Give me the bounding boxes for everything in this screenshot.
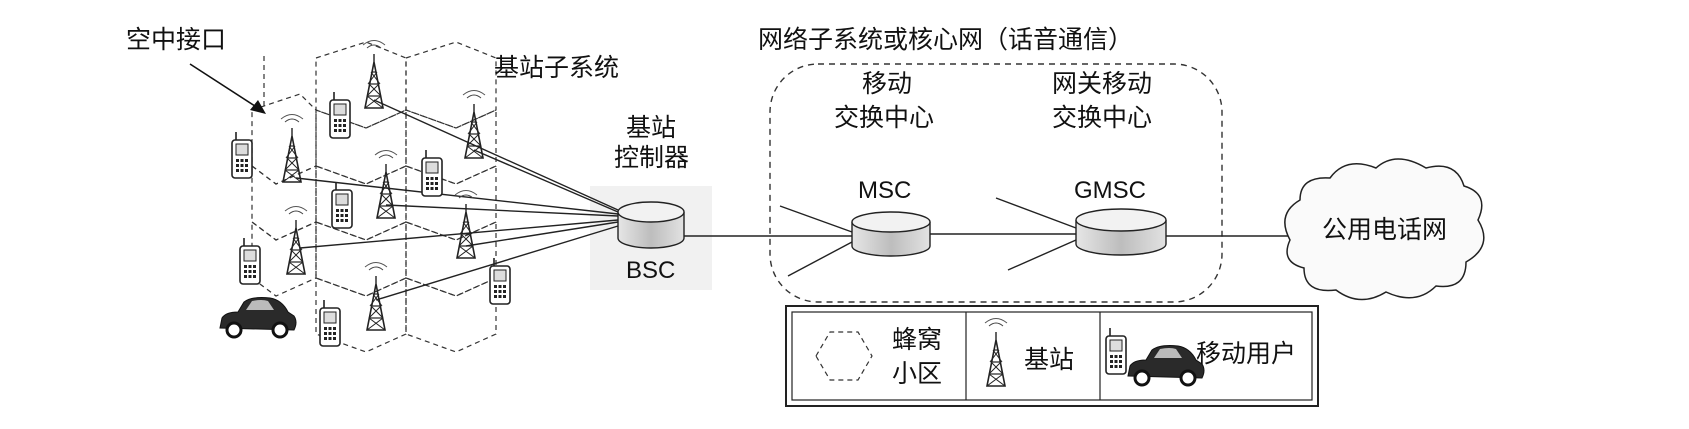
msc-label-line2: 交换中心 bbox=[834, 103, 934, 132]
tower-icon bbox=[280, 113, 304, 183]
mobile-users bbox=[218, 91, 511, 347]
base-station-towers bbox=[280, 39, 486, 331]
phone-icon bbox=[329, 91, 351, 139]
bsc-node bbox=[617, 201, 685, 249]
msc-node bbox=[851, 211, 931, 257]
bsc-label-line2: 控制器 bbox=[614, 143, 689, 172]
tower-icon bbox=[362, 39, 386, 109]
bsc-abbr: BSC bbox=[626, 257, 675, 284]
msc-fan-lines bbox=[779, 205, 853, 277]
air-interface-label: 空中接口 bbox=[126, 25, 226, 54]
legend: 蜂窝 小区 基站 移动用户 bbox=[785, 305, 1319, 407]
bsc-label-line1: 基站 bbox=[626, 113, 676, 142]
gmsc-abbr: GMSC bbox=[1074, 177, 1146, 204]
tower-icon bbox=[364, 261, 388, 331]
phone-icon bbox=[231, 131, 253, 179]
tower-icon bbox=[374, 149, 398, 219]
bss-label: 基站子系统 bbox=[494, 53, 619, 82]
tower-icon bbox=[462, 89, 486, 159]
msc-label-line1: 移动 bbox=[862, 69, 912, 98]
gmsc-node bbox=[1075, 208, 1167, 256]
core-network-boundary bbox=[769, 63, 1223, 303]
car-icon bbox=[218, 296, 298, 339]
legend-cell-line1: 蜂窝 bbox=[892, 325, 942, 354]
bts-bsc-links bbox=[295, 99, 619, 301]
msc-abbr: MSC bbox=[858, 177, 911, 204]
gmsc-label-line1: 网关移动 bbox=[1052, 69, 1152, 98]
phone-icon bbox=[331, 181, 353, 229]
gmsc-fan-lines bbox=[995, 197, 1077, 271]
gmsc-label-line2: 交换中心 bbox=[1052, 103, 1152, 132]
core-network-label: 网络子系统或核心网（话音通信） bbox=[758, 25, 1133, 54]
pstn-label: 公用电话网 bbox=[1322, 215, 1447, 244]
legend-mobile-user: 移动用户 bbox=[1196, 339, 1296, 368]
cloud-icon bbox=[1284, 158, 1485, 301]
legend-cell-line2: 小区 bbox=[892, 359, 942, 388]
hexagon-icon bbox=[815, 331, 873, 381]
air-interface-arrow bbox=[189, 63, 266, 114]
tower-icon bbox=[284, 205, 308, 275]
legend-base-station: 基站 bbox=[1024, 345, 1074, 374]
phone-icon bbox=[319, 299, 341, 347]
phone-icon bbox=[239, 237, 261, 285]
tower-icon bbox=[454, 189, 478, 259]
phone-icon bbox=[421, 149, 443, 197]
